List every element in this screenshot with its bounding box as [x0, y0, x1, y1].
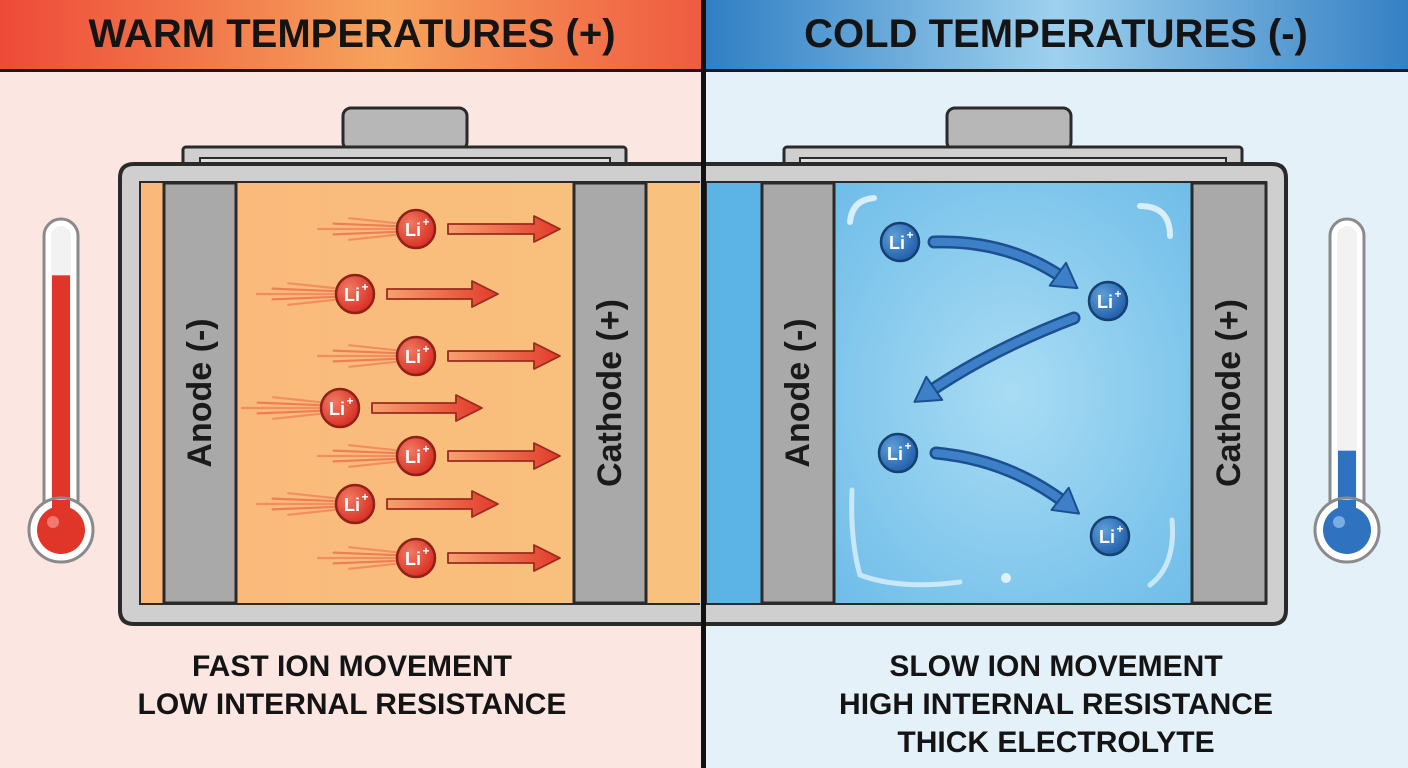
- warm-li-ion-charge: +: [422, 442, 429, 456]
- cold-ions: Li+Li+Li+Li+: [877, 221, 1131, 557]
- warm-li-ion-label: Li: [405, 220, 421, 240]
- warm-title: WARM TEMPERATURES (+): [0, 0, 704, 72]
- warm-anode: [162, 181, 238, 605]
- cold-li-ion-charge: +: [904, 439, 911, 453]
- warm-thermometer-icon: [27, 217, 95, 564]
- warm-li-ion-label: Li: [405, 347, 421, 367]
- cold-li-ion-charge: +: [1116, 522, 1123, 536]
- warm-terminal-cap: [341, 106, 469, 152]
- cold-anode-label: Anode (-): [779, 318, 817, 467]
- warm-ion-arrow: [386, 490, 499, 518]
- cold-li-ion-charge: +: [906, 228, 913, 242]
- warm-li-ion-charge: +: [422, 544, 429, 558]
- warm-li-ion-label: Li: [344, 285, 360, 305]
- warm-li-ion-charge: +: [346, 394, 353, 408]
- cold-li-ion: Li+: [877, 432, 919, 474]
- warm-motion-streaks: [316, 546, 402, 570]
- warm-li-ion: Li+: [395, 435, 437, 477]
- warm-li-ion-label: Li: [405, 447, 421, 467]
- warm-cathode-label: Cathode (+): [591, 299, 629, 487]
- warm-ion-arrow: [371, 394, 483, 422]
- warm-anode-label: Anode (-): [181, 318, 219, 467]
- cold-thermometer-icon: [1313, 217, 1381, 564]
- cold-arrowhead: [1050, 486, 1081, 515]
- center-divider: [701, 0, 706, 768]
- warm-li-ion: Li+: [319, 387, 361, 429]
- cold-li-ion-label: Li: [889, 233, 905, 253]
- warm-motion-streaks: [316, 344, 402, 368]
- cold-li-ion-label: Li: [887, 444, 903, 464]
- cold-caption-line: THICK ELECTROLYTE: [897, 726, 1215, 759]
- warm-motion-streaks: [255, 492, 341, 516]
- cold-li-ion-charge: +: [1114, 287, 1121, 301]
- cold-arrowhead: [913, 375, 944, 403]
- cold-li-ion: Li+: [1089, 515, 1131, 557]
- cold-battery: Anode (-) Cathode (+) Li+Li+Li+Li+: [700, 106, 1288, 626]
- warm-motion-streaks: [240, 396, 326, 420]
- warm-li-ion: Li+: [334, 273, 376, 315]
- warm-li-ion-label: Li: [405, 549, 421, 569]
- warm-li-ion-charge: +: [422, 342, 429, 356]
- warm-battery: Anode (-) Cathode (+) Li+Li+Li+Li+Li+Li+…: [118, 106, 708, 626]
- warm-ion-arrow: [386, 280, 499, 308]
- cold-li-ion: Li+: [1087, 280, 1129, 322]
- warm-cathode: [572, 181, 648, 605]
- cold-arrowhead: [1048, 261, 1079, 290]
- cold-cathode: [1190, 181, 1268, 605]
- warm-ion-arrow: [447, 544, 561, 572]
- cold-terminal-cap: [945, 106, 1073, 152]
- warm-caption-line: FAST ION MOVEMENT: [191, 650, 512, 683]
- cold-li-ion: Li+: [879, 221, 921, 263]
- cold-li-ion-label: Li: [1099, 527, 1115, 547]
- cold-li-ion-label: Li: [1097, 292, 1113, 312]
- warm-li-ion-label: Li: [344, 495, 360, 515]
- warm-motion-streaks: [316, 217, 402, 241]
- warm-li-ion-label: Li: [329, 399, 345, 419]
- cold-title: COLD TEMPERATURES (-): [704, 0, 1408, 72]
- warm-li-ion: Li+: [395, 537, 437, 579]
- warm-ions: Li+Li+Li+Li+Li+Li+Li+: [240, 208, 561, 579]
- cold-anode: [760, 181, 836, 605]
- cold-caption: SLOW ION MOVEMENT HIGH INTERNAL RESISTAN…: [704, 648, 1408, 762]
- warm-motion-streaks: [255, 282, 341, 306]
- warm-li-ion-charge: +: [361, 490, 368, 504]
- warm-motion-streaks: [316, 444, 402, 468]
- warm-caption: FAST ION MOVEMENT LOW INTERNAL RESISTANC…: [0, 648, 704, 724]
- cold-caption-line: HIGH INTERNAL RESISTANCE: [839, 688, 1273, 721]
- warm-li-ion: Li+: [334, 483, 376, 525]
- cold-cathode-label: Cathode (+): [1210, 299, 1248, 487]
- cold-arrows: [913, 235, 1081, 515]
- warm-li-ion-charge: +: [361, 280, 368, 294]
- cold-caption-line: SLOW ION MOVEMENT: [889, 650, 1223, 683]
- warm-ion-arrow: [447, 442, 561, 470]
- warm-caption-line: LOW INTERNAL RESISTANCE: [137, 688, 567, 721]
- warm-li-ion-charge: +: [422, 215, 429, 229]
- warm-ion-arrow: [447, 215, 561, 243]
- warm-li-ion: Li+: [395, 208, 437, 250]
- warm-li-ion: Li+: [395, 335, 437, 377]
- warm-ion-arrow: [447, 342, 561, 370]
